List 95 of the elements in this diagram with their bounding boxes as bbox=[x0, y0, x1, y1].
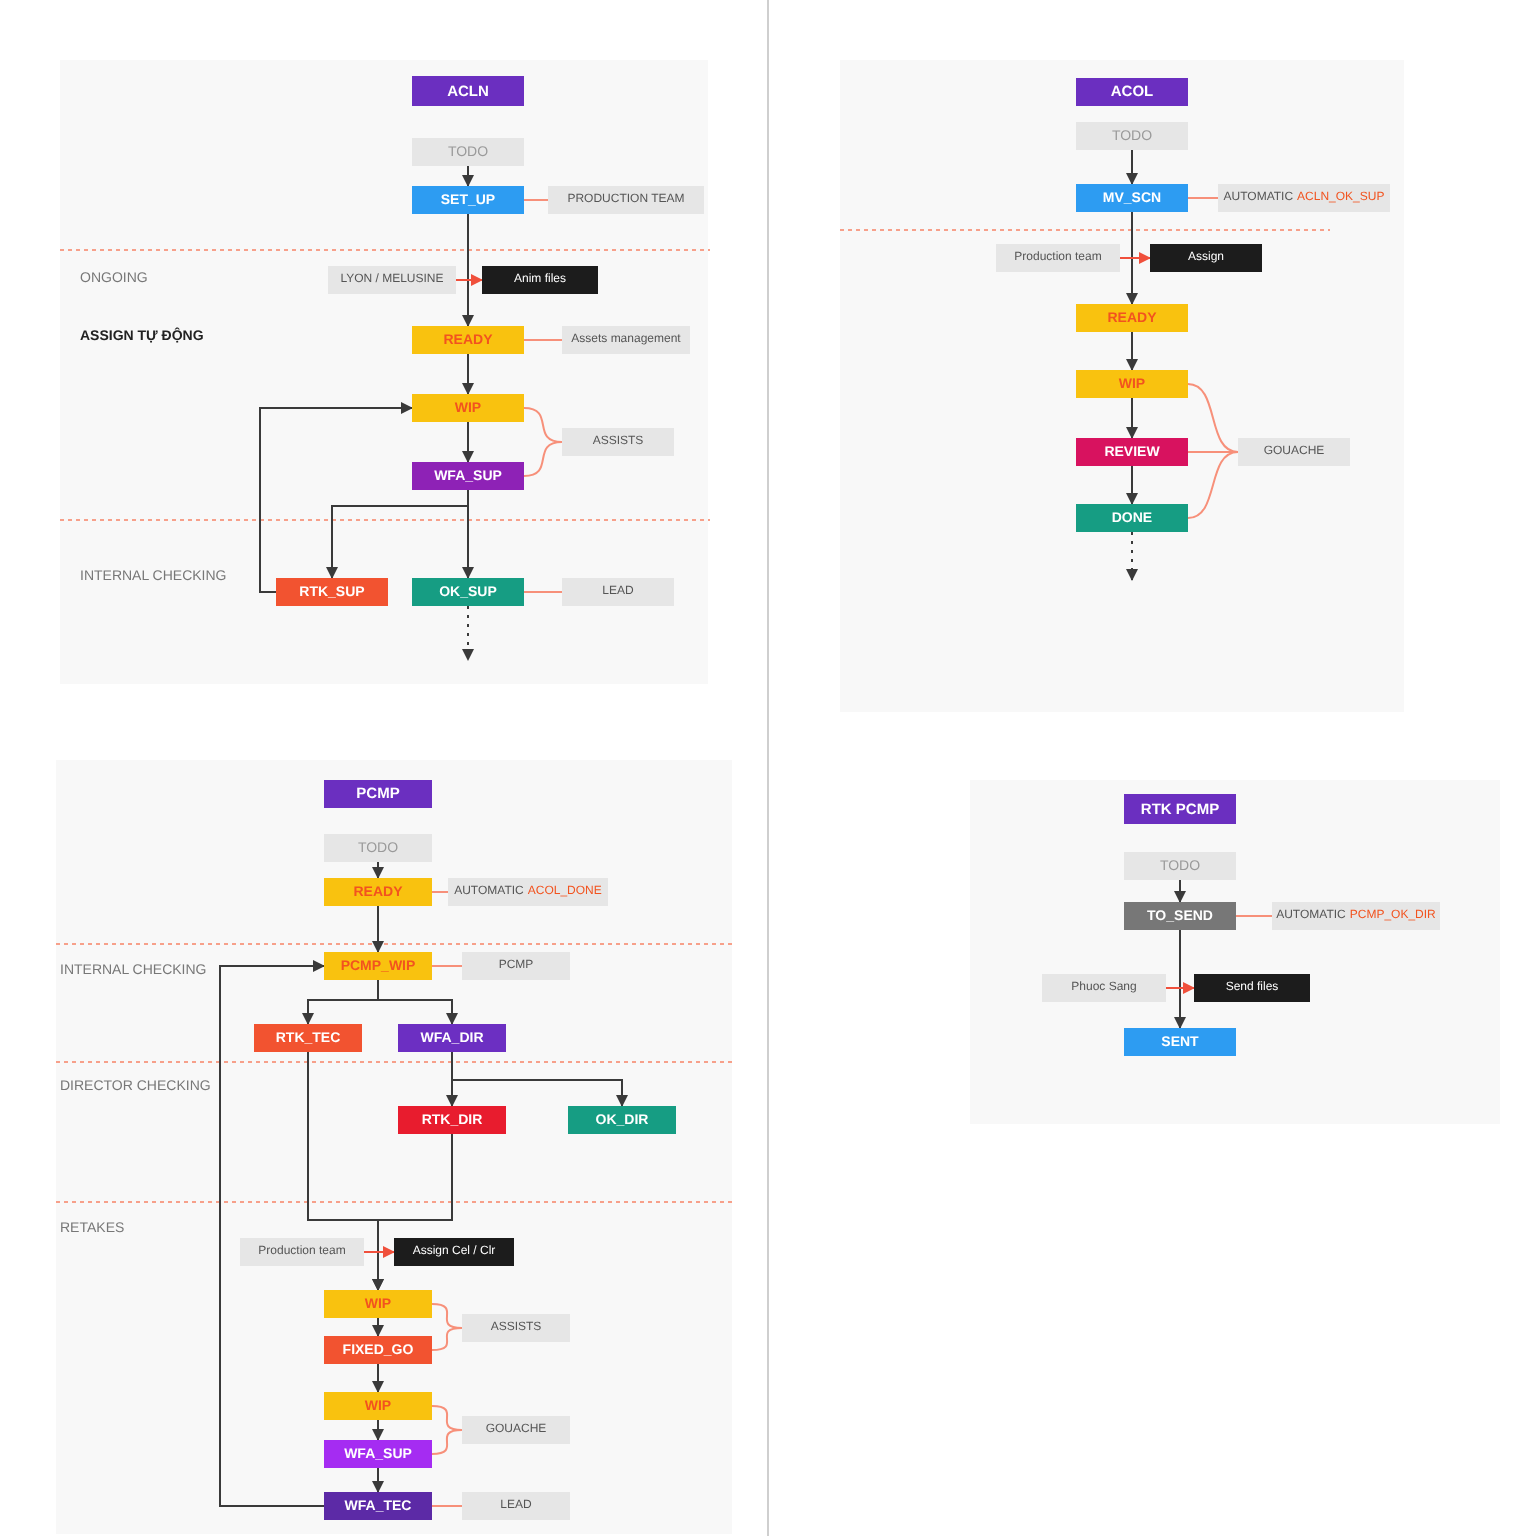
status-box bbox=[412, 462, 524, 490]
arrow bbox=[363, 1246, 395, 1258]
connector-line bbox=[523, 339, 563, 341]
status-box bbox=[324, 1440, 432, 1468]
status-box bbox=[324, 952, 432, 980]
arrow bbox=[372, 861, 384, 879]
arrow bbox=[1126, 397, 1138, 439]
note-box bbox=[462, 952, 570, 980]
arrow bbox=[1126, 149, 1138, 185]
arrow bbox=[462, 353, 474, 395]
status-box bbox=[324, 1392, 432, 1420]
arrow bbox=[219, 960, 325, 1507]
note-box bbox=[462, 1314, 570, 1342]
status-box bbox=[254, 1024, 362, 1052]
action-box bbox=[1194, 974, 1310, 1002]
connector-line bbox=[431, 965, 463, 967]
arrow bbox=[455, 274, 483, 286]
arrow bbox=[1126, 465, 1138, 505]
arrow bbox=[1165, 982, 1195, 994]
status-box bbox=[412, 186, 524, 214]
status-box bbox=[412, 394, 524, 422]
connector-line bbox=[431, 1505, 463, 1507]
arrow bbox=[372, 905, 384, 953]
connector-line bbox=[523, 591, 563, 593]
arrow bbox=[1119, 252, 1151, 264]
status-box bbox=[1076, 438, 1188, 466]
connector-line bbox=[1187, 383, 1239, 453]
arrow bbox=[326, 489, 469, 579]
arrow bbox=[372, 1363, 384, 1393]
action-box bbox=[1150, 244, 1262, 272]
arrow bbox=[372, 1133, 453, 1291]
arrow bbox=[259, 402, 413, 593]
connector-line bbox=[431, 891, 449, 893]
title-box bbox=[1124, 794, 1236, 824]
arrow bbox=[1174, 929, 1186, 1029]
status-box bbox=[1124, 902, 1236, 930]
arrow bbox=[372, 1419, 384, 1441]
connector-line bbox=[523, 441, 563, 477]
status-box bbox=[324, 1290, 432, 1318]
arrow bbox=[451, 1051, 628, 1107]
todo-box bbox=[412, 138, 524, 166]
action-box bbox=[482, 266, 598, 294]
connector-line bbox=[1187, 451, 1239, 453]
status-box bbox=[276, 578, 388, 606]
note-box bbox=[328, 266, 456, 294]
status-box bbox=[568, 1106, 676, 1134]
title-box bbox=[412, 76, 524, 106]
arrow bbox=[462, 421, 474, 463]
arrow bbox=[377, 979, 458, 1025]
status-box bbox=[1076, 184, 1188, 212]
status-box bbox=[412, 326, 524, 354]
todo-box bbox=[324, 834, 432, 862]
arrow bbox=[462, 213, 474, 327]
status-box bbox=[1124, 1028, 1236, 1056]
note-box bbox=[1238, 438, 1350, 466]
note-box bbox=[240, 1238, 364, 1266]
connector-line bbox=[1187, 451, 1239, 519]
action-box bbox=[394, 1238, 514, 1266]
note-box bbox=[462, 1416, 570, 1444]
title-box bbox=[324, 780, 432, 808]
note-box bbox=[996, 244, 1120, 272]
arrow bbox=[462, 605, 474, 661]
title-box bbox=[1076, 78, 1188, 106]
note-box bbox=[462, 1492, 570, 1520]
note-box bbox=[548, 186, 704, 214]
arrow bbox=[1126, 531, 1138, 581]
arrow bbox=[1126, 331, 1138, 371]
note-box bbox=[562, 578, 674, 606]
todo-box bbox=[1124, 852, 1236, 880]
status-box bbox=[412, 578, 524, 606]
arrow bbox=[372, 1467, 384, 1493]
connector-line bbox=[1235, 915, 1273, 917]
connector-line bbox=[523, 199, 549, 201]
connector-line bbox=[1187, 197, 1219, 199]
arrow bbox=[462, 165, 474, 187]
arrow bbox=[1126, 211, 1138, 305]
status-box bbox=[324, 1492, 432, 1520]
status-box bbox=[324, 1336, 432, 1364]
status-box bbox=[324, 878, 432, 906]
note-box bbox=[448, 878, 608, 906]
status-box bbox=[398, 1024, 506, 1052]
status-box bbox=[1076, 304, 1188, 332]
arrow bbox=[372, 1317, 384, 1337]
todo-box bbox=[1076, 122, 1188, 150]
connector-line bbox=[431, 1429, 463, 1455]
note-box bbox=[562, 428, 674, 456]
note-box bbox=[1272, 902, 1440, 930]
status-box bbox=[1076, 504, 1188, 532]
note-box bbox=[1218, 184, 1390, 212]
status-box bbox=[1076, 370, 1188, 398]
status-box bbox=[398, 1106, 506, 1134]
note-box bbox=[562, 326, 690, 354]
arrow bbox=[1174, 879, 1186, 903]
note-box bbox=[1042, 974, 1166, 1002]
connector-line bbox=[431, 1327, 463, 1351]
